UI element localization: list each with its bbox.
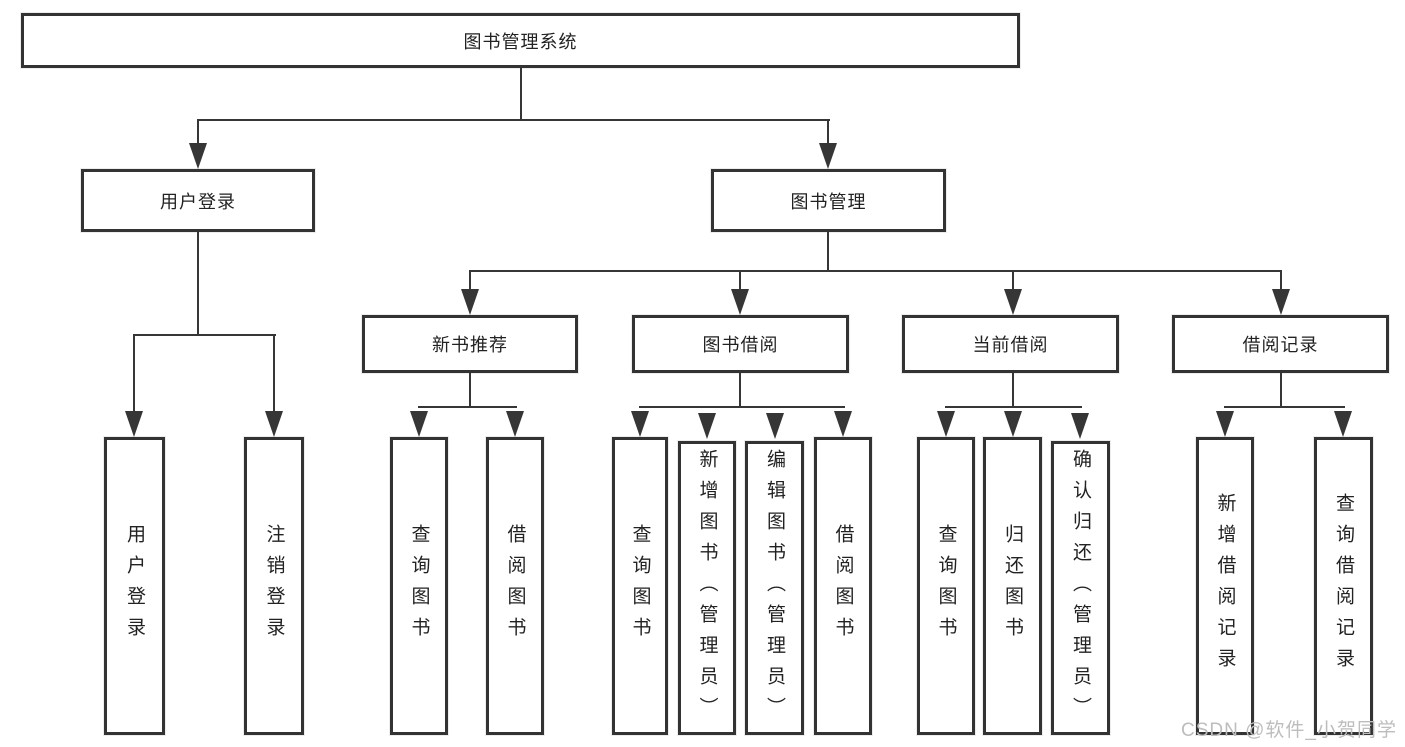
- connector-userlogin-drop-2: [273, 334, 275, 414]
- arrow-down-icon: [1071, 413, 1089, 439]
- connector-recommend-bar: [418, 406, 517, 408]
- arrow-down-icon: [410, 411, 428, 437]
- arrow-down-icon: [189, 143, 207, 169]
- node-book-management-label: 图书管理: [790, 191, 867, 212]
- connector-borrow-stem: [739, 373, 741, 408]
- connector-root-drop-right: [827, 119, 829, 151]
- leaf-logout-label: 注销登录: [263, 524, 285, 648]
- leaf-current-return-books-label: 归还图书: [1002, 524, 1023, 648]
- arrow-down-icon: [461, 289, 479, 315]
- connector-bookmgmt-drop-3: [1012, 270, 1014, 292]
- node-user-login: 用户登录: [81, 169, 315, 232]
- leaf-borrow-borrow-books-label: 借阅图书: [832, 524, 854, 648]
- watermark: CSDN @软件_小贺同学: [1181, 720, 1397, 741]
- arrow-down-icon: [1004, 411, 1022, 437]
- connector-root-bar: [197, 119, 830, 121]
- connector-root-stem: [520, 68, 522, 121]
- arrow-down-icon: [631, 411, 649, 437]
- leaf-borrow-edit-books-admin-label: 编辑图书（管理员）: [764, 448, 785, 728]
- connector-bookmgmt-stem: [827, 232, 829, 272]
- node-root-label: 图书管理系统: [463, 31, 578, 52]
- arrow-down-icon: [1216, 411, 1234, 437]
- node-user-login-label: 用户登录: [160, 191, 236, 212]
- arrow-down-icon: [1334, 411, 1352, 437]
- leaf-user-login: 用户登录: [104, 437, 165, 735]
- leaf-borrow-add-books-admin-label: 新增图书（管理员）: [696, 448, 718, 728]
- leaf-records-add-record-label: 新增借阅记录: [1214, 493, 1236, 679]
- connector-bookmgmt-drop-2: [739, 270, 741, 292]
- node-book-borrow-label: 图书借阅: [702, 335, 779, 355]
- connector-current-stem: [1012, 373, 1014, 408]
- connector-userlogin-stem: [197, 232, 199, 336]
- connector-records-bar: [1224, 406, 1345, 408]
- node-current-borrow-label: 当前借阅: [972, 335, 1049, 355]
- arrow-down-icon: [1004, 289, 1022, 315]
- arrow-down-icon: [834, 411, 852, 437]
- arrow-down-icon: [731, 289, 749, 315]
- connector-root-drop-left: [197, 119, 199, 151]
- leaf-records-query-record-label: 查询借阅记录: [1333, 493, 1354, 679]
- connector-recommend-stem: [469, 373, 471, 408]
- leaf-logout: 注销登录: [244, 437, 304, 735]
- connector-bookmgmt-drop-4: [1280, 270, 1282, 292]
- leaf-current-confirm-return-admin-label: 确认归还（管理员）: [1070, 448, 1091, 728]
- leaf-current-return-books: 归还图书: [983, 437, 1042, 735]
- leaf-recommend-query-books-label: 查询图书: [408, 524, 430, 648]
- arrow-down-icon: [819, 143, 837, 169]
- leaf-recommend-borrow-books-label: 借阅图书: [504, 524, 526, 648]
- leaf-current-query-books-label: 查询图书: [935, 524, 957, 648]
- node-new-book-recommend: 新书推荐: [362, 315, 578, 373]
- node-borrow-records: 借阅记录: [1172, 315, 1389, 373]
- connector-current-bar: [945, 406, 1082, 408]
- leaf-borrow-query-books-label: 查询图书: [629, 524, 651, 648]
- node-book-management: 图书管理: [711, 169, 946, 232]
- leaf-borrow-add-books-admin: 新增图书（管理员）: [678, 441, 736, 735]
- connector-bookmgmt-drop-1: [469, 270, 471, 292]
- leaf-borrow-edit-books-admin: 编辑图书（管理员）: [745, 441, 804, 735]
- leaf-records-add-record: 新增借阅记录: [1196, 437, 1254, 735]
- connector-records-stem: [1280, 373, 1282, 408]
- arrow-down-icon: [766, 413, 784, 439]
- leaf-current-query-books: 查询图书: [917, 437, 975, 735]
- leaf-recommend-borrow-books: 借阅图书: [486, 437, 544, 735]
- arrow-down-icon: [125, 411, 143, 437]
- arrow-down-icon: [506, 411, 524, 437]
- node-root: 图书管理系统: [21, 13, 1020, 68]
- leaf-borrow-borrow-books: 借阅图书: [814, 437, 872, 735]
- arrow-down-icon: [698, 413, 716, 439]
- leaf-records-query-record: 查询借阅记录: [1314, 437, 1373, 735]
- connector-userlogin-drop-1: [133, 334, 135, 414]
- leaf-recommend-query-books: 查询图书: [390, 437, 448, 735]
- node-current-borrow: 当前借阅: [902, 315, 1119, 373]
- leaf-user-login-label: 用户登录: [124, 524, 145, 648]
- connector-userlogin-bar: [133, 334, 276, 336]
- arrow-down-icon: [265, 411, 283, 437]
- node-borrow-records-label: 借阅记录: [1242, 335, 1319, 355]
- node-new-book-recommend-label: 新书推荐: [432, 335, 508, 355]
- connector-bookmgmt-bar: [469, 270, 1282, 272]
- node-book-borrow: 图书借阅: [632, 315, 849, 373]
- arrow-down-icon: [1272, 289, 1290, 315]
- leaf-borrow-query-books: 查询图书: [612, 437, 668, 735]
- connector-borrow-bar: [639, 406, 845, 408]
- arrow-down-icon: [937, 411, 955, 437]
- leaf-current-confirm-return-admin: 确认归还（管理员）: [1051, 441, 1110, 735]
